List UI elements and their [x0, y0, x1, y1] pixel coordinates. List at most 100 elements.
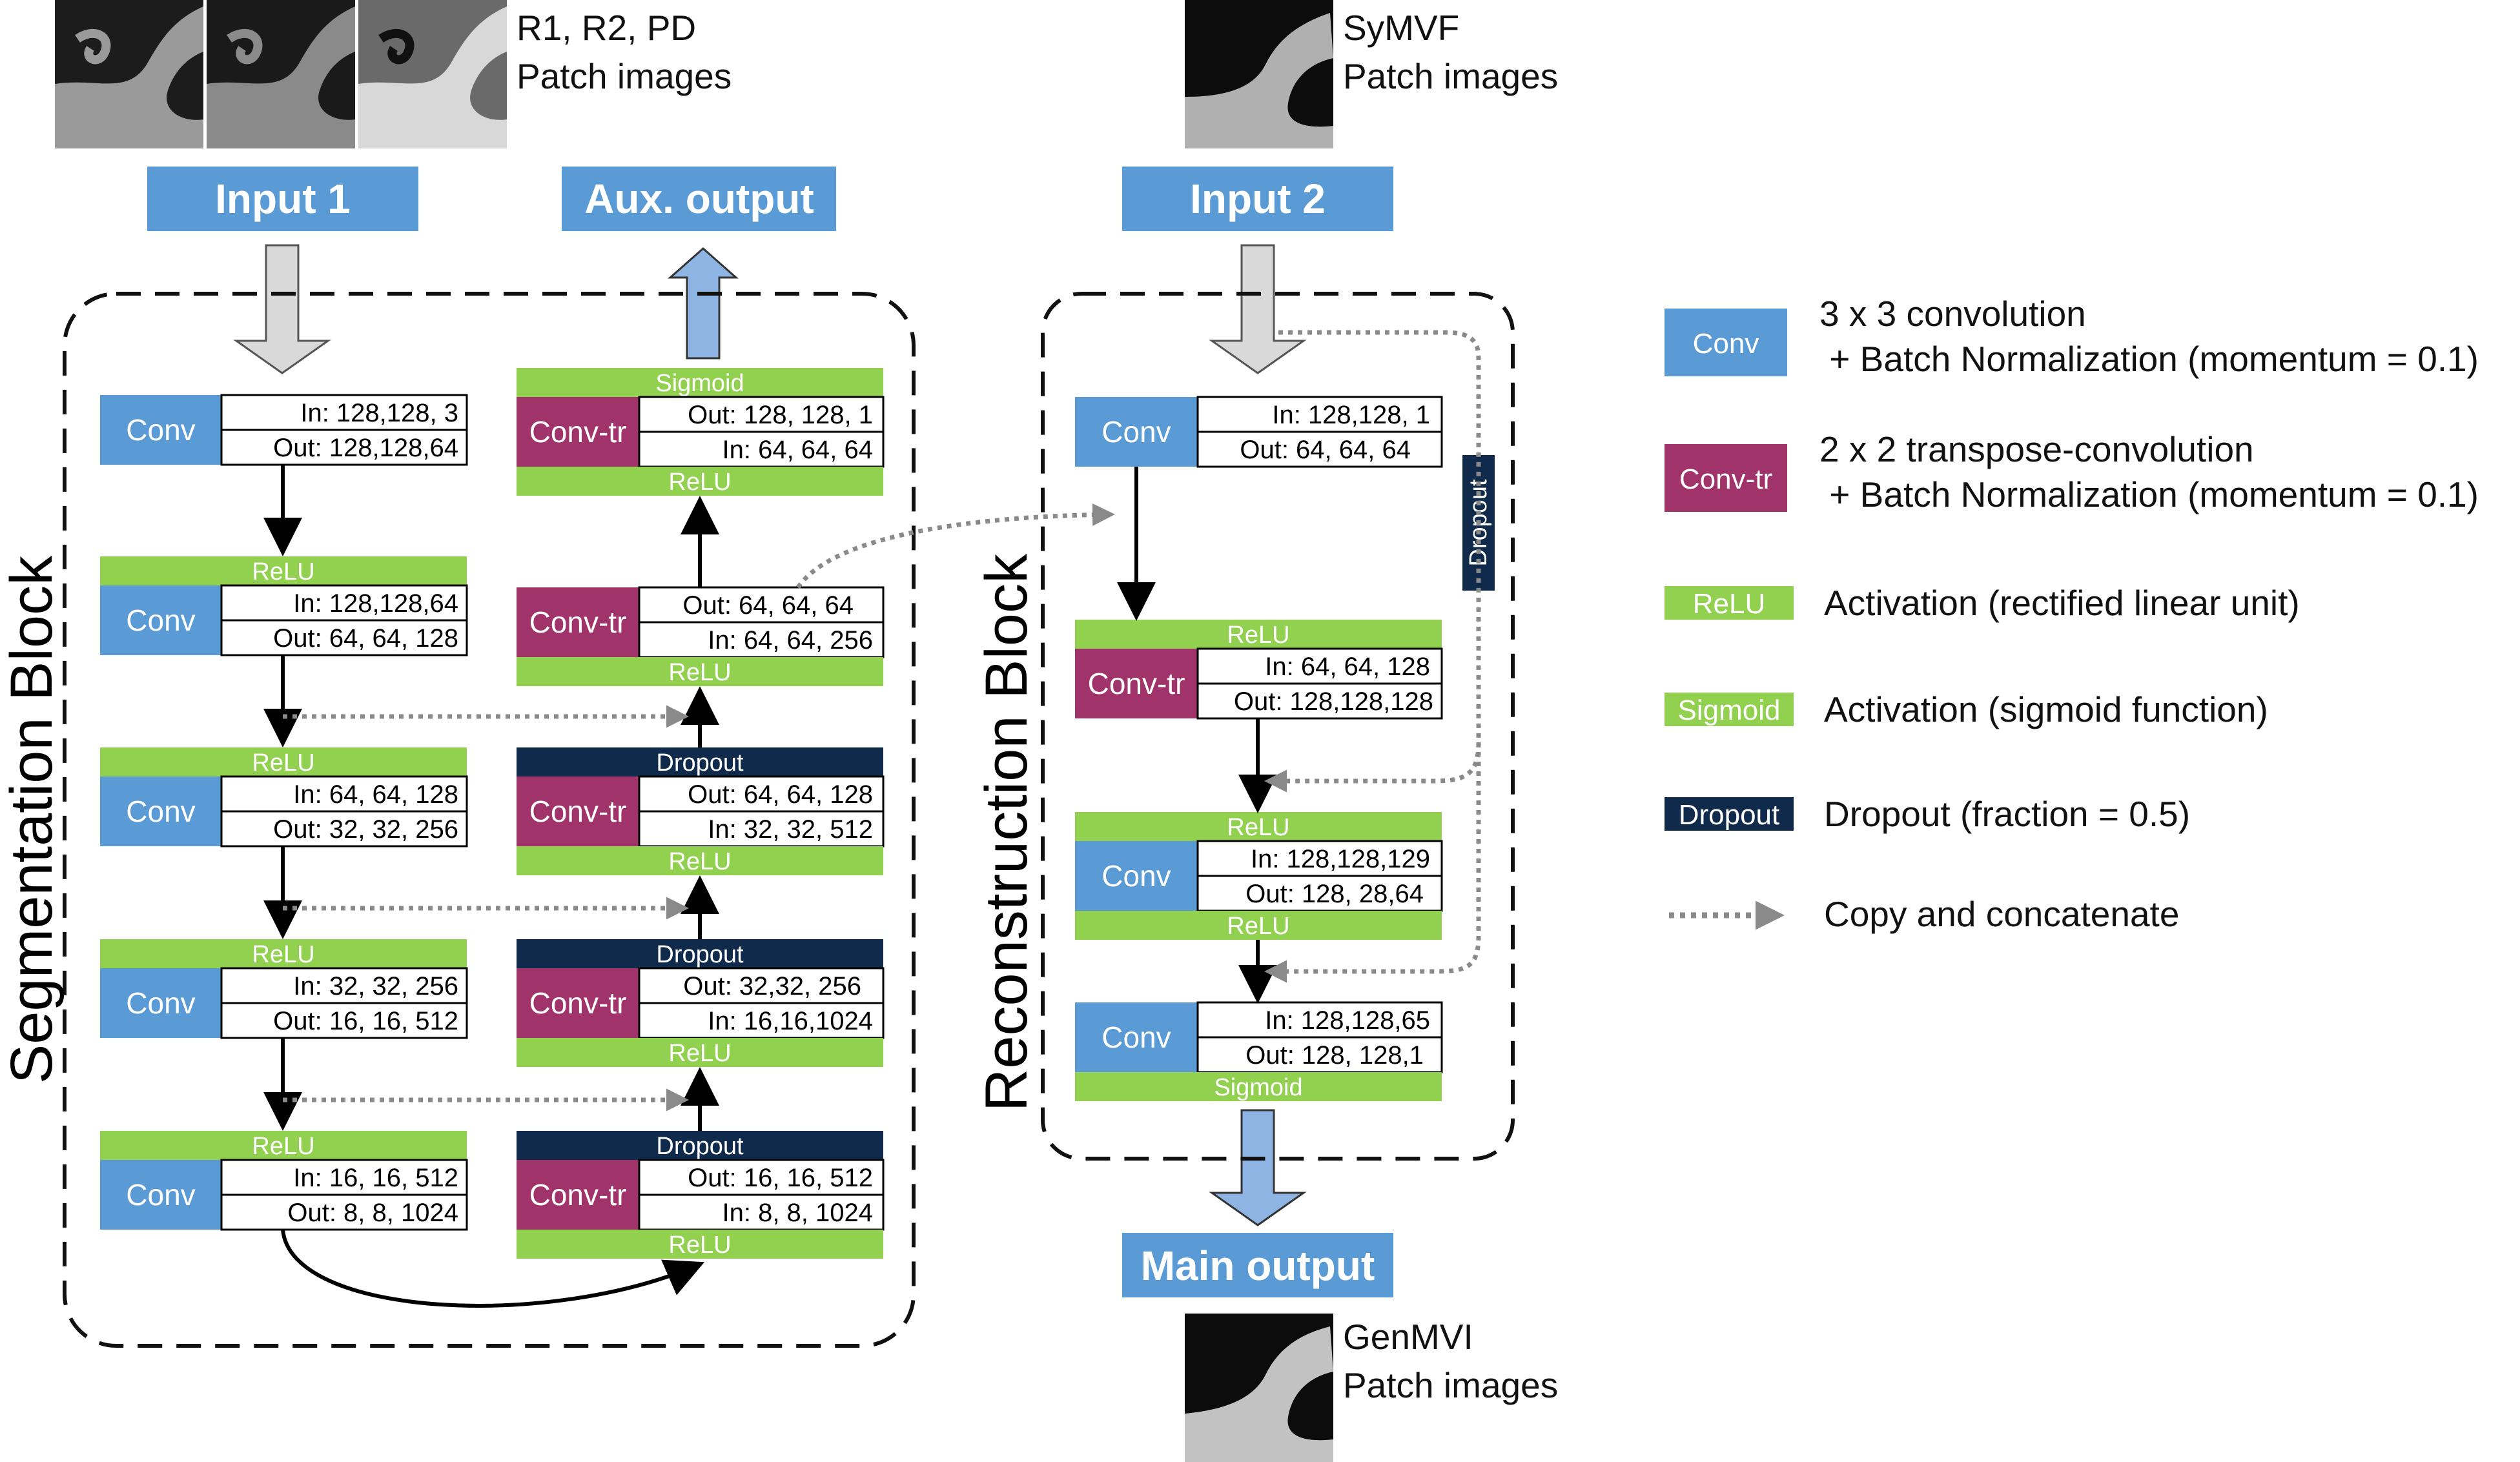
input2-caption-line2: Patch images	[1343, 56, 1558, 96]
decoder-4-row1: Out: 32,32, 256	[683, 972, 861, 1000]
recon-2-in: In: 64, 64, 128	[1265, 653, 1430, 681]
encoder-4-tag: ReLU	[252, 941, 314, 968]
legend-item-conv-tr: Conv-tr 2 x 2 transpose-convolution + Ba…	[1665, 429, 2479, 514]
recon-3-top-tag: ReLU	[1227, 814, 1289, 841]
patch-image-r1	[55, 0, 203, 148]
relu-tag	[100, 1131, 467, 1160]
reconstruction-layer-1: Conv In: 128,128, 1 Out: 64, 64, 64	[1075, 396, 1443, 468]
input2-caption-line1: SyMVF	[1343, 8, 1459, 48]
legend-conv-tr-line1: 2 x 2 transpose-convolution	[1819, 429, 2254, 469]
decoder-3-row2: In: 32, 32, 512	[708, 815, 873, 844]
decoder-4-top-tag: Dropout	[656, 941, 744, 968]
recon-4-bottom-tag: Sigmoid	[1214, 1074, 1302, 1101]
encoder-5-type: Conv	[126, 1178, 195, 1212]
reconstruction-block-outline	[1041, 292, 1515, 1161]
decoder-1-bottom-tag: ReLU	[668, 469, 731, 496]
encoder-layer-5: ReLU Conv In: 16, 16, 512 Out: 8, 8, 102…	[100, 1131, 468, 1231]
input1-caption-line1: R1, R2, PD	[517, 8, 696, 48]
encoder-layer-4: ReLU Conv In: 32, 32, 256 Out: 16, 16, 5…	[100, 939, 468, 1039]
encoder-3-type: Conv	[126, 795, 195, 828]
encoder-2-type: Conv	[126, 604, 195, 637]
legend-item-sigmoid: Sigmoid Activation (sigmoid function)	[1665, 689, 2268, 729]
decoder-3-top-tag: Dropout	[656, 749, 744, 777]
encoder-2-out: Out: 64, 64, 128	[273, 624, 458, 653]
legend-item-conv: Conv 3 x 3 convolution + Batch Normaliza…	[1665, 294, 2479, 379]
encoder-layer-2: ReLU Conv In: 128,128,64 Out: 64, 64, 12…	[100, 556, 468, 656]
decoder-5-type: Conv-tr	[529, 1178, 627, 1212]
decoder-2-row1: Out: 64, 64, 64	[682, 591, 854, 620]
encoder-flow-arrows	[263, 465, 705, 1308]
encoder-4-in: In: 32, 32, 256	[293, 972, 458, 1000]
legend-sigmoid-key: Sigmoid	[1678, 695, 1781, 726]
decoder-layer-3: Dropout Conv-tr Out: 64, 64, 128 In: 32,…	[517, 747, 885, 875]
relu-tag	[100, 747, 467, 777]
decoder-4-type: Conv-tr	[529, 986, 627, 1020]
encoder-2-in: In: 128,128,64	[293, 589, 458, 618]
decoder-2-type: Conv-tr	[529, 605, 627, 639]
reconstruction-layer-4: Conv In: 128,128,65 Out: 128, 128,1 Sigm…	[1075, 1001, 1443, 1101]
input1-caption-line2: Patch images	[517, 56, 732, 96]
main-output-arrow	[1209, 1109, 1307, 1226]
decoder-layer-2: Conv-tr Out: 64, 64, 64 In: 64, 64, 256 …	[517, 586, 885, 686]
patch-image-r2	[207, 0, 355, 148]
decoder-layer-1: Sigmoid Conv-tr Out: 128, 128, 1 In: 64,…	[517, 368, 885, 496]
recon-4-out: Out: 128, 128,1	[1245, 1041, 1424, 1070]
encoder-4-out: Out: 16, 16, 512	[273, 1007, 458, 1035]
decoder-4-bottom-tag: ReLU	[668, 1040, 731, 1067]
segmentation-block-outline	[63, 292, 916, 1348]
main-output-caption-line1: GenMVI	[1343, 1317, 1473, 1357]
input1-header: Input 1	[147, 167, 418, 231]
main-output-patch-image	[1185, 1314, 1333, 1462]
legend-conv-tr-key: Conv-tr	[1679, 463, 1772, 495]
legend-conv-line1: 3 x 3 convolution	[1819, 294, 2086, 334]
decoder-3-row1: Out: 64, 64, 128	[688, 780, 873, 809]
encoder-5-tag: ReLU	[252, 1133, 314, 1160]
legend-dropout-desc: Dropout (fraction = 0.5)	[1824, 794, 2190, 834]
reconstruction-skip-connections	[1264, 330, 1481, 983]
aux-output-arrow	[668, 247, 739, 360]
input2-header: Input 2	[1122, 167, 1393, 231]
encoder-1-out: Out: 128,128,64	[273, 434, 458, 462]
input2-patch-image	[1185, 0, 1333, 148]
recon-1-type: Conv	[1101, 415, 1171, 449]
decoder-1-type: Conv-tr	[529, 415, 627, 449]
main-output-caption-line2: Patch images	[1343, 1365, 1558, 1405]
input1-patch-images	[55, 0, 507, 148]
legend-sigmoid-desc: Activation (sigmoid function)	[1824, 689, 2268, 729]
recon-2-out: Out: 128,128,128	[1234, 687, 1433, 716]
recon-3-out: Out: 128, 28,64	[1245, 880, 1424, 908]
main-output-label: Main output	[1141, 1243, 1375, 1289]
legend-item-dropout: Dropout Dropout (fraction = 0.5)	[1665, 794, 2190, 834]
recon-3-type: Conv	[1101, 859, 1171, 893]
encoder-4-type: Conv	[126, 986, 195, 1020]
recon-3-bottom-tag: ReLU	[1227, 913, 1289, 940]
reconstruction-flow-arrows	[1117, 467, 1277, 1004]
reconstruction-block-title: Reconstruction Block	[974, 553, 1040, 1112]
recon-2-top-tag: ReLU	[1227, 622, 1289, 649]
decoder-5-row1: Out: 16, 16, 512	[688, 1164, 873, 1192]
input1-label: Input 1	[215, 176, 351, 222]
recon-4-in: In: 128,128,65	[1265, 1006, 1430, 1035]
reconstruction-layer-3: ReLU Conv In: 128,128,129 Out: 128, 28,6…	[1075, 812, 1443, 940]
encoder-5-out: Out: 8, 8, 1024	[287, 1199, 458, 1227]
decoder-2-bottom-tag: ReLU	[668, 659, 731, 686]
encoder-1-type: Conv	[126, 413, 195, 447]
legend-item-relu: ReLU Activation (rectified linear unit)	[1665, 583, 2300, 623]
decoder-4-row2: In: 16,16,1024	[708, 1007, 873, 1035]
encoder-3-out: Out: 32, 32, 256	[273, 815, 458, 844]
input1-arrow	[233, 244, 331, 374]
decoder-1-row1: Out: 128, 128, 1	[688, 401, 873, 429]
encoder-1-in: In: 128,128, 3	[300, 399, 458, 427]
aux-output-label: Aux. output	[584, 176, 814, 222]
recon-2-type: Conv-tr	[1088, 667, 1185, 700]
aux-output-header: Aux. output	[562, 167, 836, 231]
decoder-1-top-tag: Sigmoid	[655, 370, 744, 397]
input2-label: Input 2	[1190, 176, 1326, 222]
encoder-2-tag: ReLU	[252, 558, 314, 585]
reconstruction-layer-2: ReLU Conv-tr In: 64, 64, 128 Out: 128,12…	[1075, 620, 1443, 720]
relu-tag	[100, 939, 467, 968]
encoder-5-in: In: 16, 16, 512	[293, 1164, 458, 1192]
legend-dropout-key: Dropout	[1679, 799, 1780, 831]
decoder-3-bottom-tag: ReLU	[668, 848, 731, 875]
